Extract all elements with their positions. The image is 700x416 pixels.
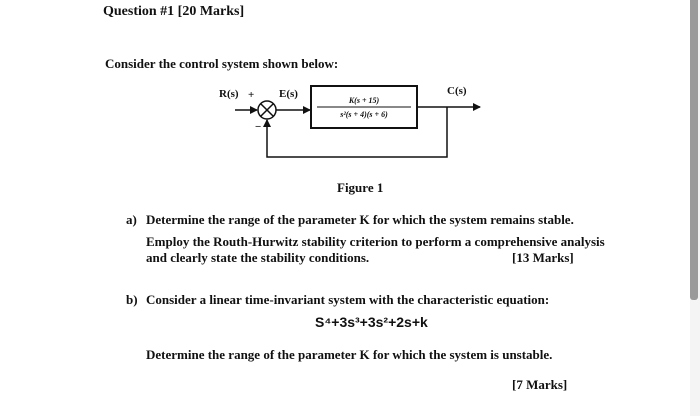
question-title: Question #1 [20 Marks]	[103, 4, 245, 19]
minus-sign: −	[255, 121, 261, 133]
intro-text: Consider the control system shown below:	[105, 56, 339, 71]
part-a-line-2: Employ the Routh-Hurwitz stability crite…	[146, 234, 605, 249]
output-label: C(s)	[447, 85, 467, 97]
error-label: E(s)	[279, 88, 298, 100]
feedback-path	[263, 107, 448, 158]
part-b-line-2: Determine the range of the parameter K f…	[146, 347, 553, 362]
input-label: R(s)	[219, 88, 239, 100]
part-a-line-1: Determine the range of the parameter K f…	[146, 212, 574, 227]
tf-numerator: K(s + 15)	[348, 96, 380, 105]
block-diagram: R(s) + − E(s) K(s + 15) s²(s + 4)(s + 6)…	[215, 80, 505, 162]
plus-sign: +	[248, 89, 254, 101]
scrollbar[interactable]	[690, 0, 698, 300]
figure-caption: Figure 1	[337, 180, 384, 195]
part-b-line-1: Consider a linear time-invariant system …	[146, 292, 550, 307]
summing-junction	[257, 100, 277, 120]
part-a-label: a)	[126, 212, 137, 227]
tf-denominator: s²(s + 4)(s + 6)	[339, 110, 388, 119]
part-b-marks: [7 Marks]	[512, 377, 568, 392]
part-a-marks: [13 Marks]	[512, 250, 574, 265]
part-b-label: b)	[126, 292, 138, 307]
part-a-line-3: and clearly state the stability conditio…	[146, 250, 370, 265]
characteristic-equation: S⁴+3s³+3s²+2s+k	[315, 314, 428, 330]
